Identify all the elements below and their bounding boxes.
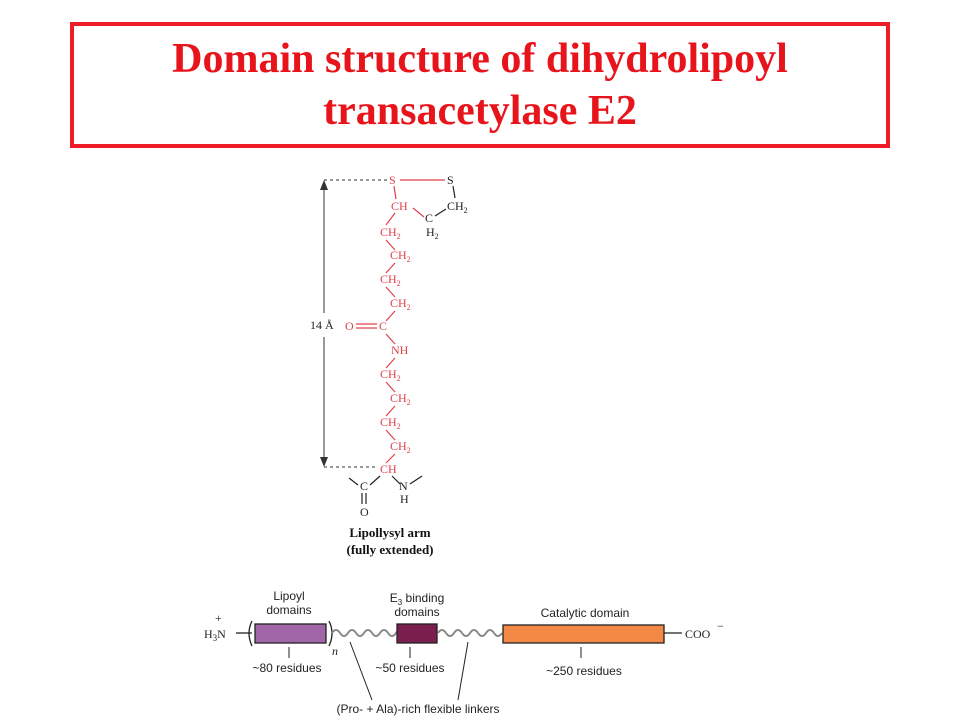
e3-binding-domain-box [396, 623, 438, 644]
arrow-head-down [320, 457, 328, 467]
repeat-bracket-left [248, 620, 253, 647]
caption-line-1: Lipollysyl arm [349, 525, 430, 540]
lipoyl-domain-box [254, 623, 327, 644]
atom-c-carbonyl: C [379, 319, 387, 333]
catalytic-domain-box [502, 624, 665, 644]
atom-ch2-3: CH2 [380, 272, 401, 288]
bond-9 [385, 405, 396, 417]
e3-label-1: E3 binding [390, 591, 445, 607]
title-line-2: transacetylase E2 [323, 88, 637, 134]
catalytic-residues: ~250 residues [546, 664, 622, 678]
domain-map: + H3N n Lipoyl domains ~80 residues E3 b… [204, 589, 724, 716]
atom-c-backbone: C [360, 479, 368, 493]
bond-c-left [348, 477, 359, 486]
linker-1 [331, 629, 405, 637]
bond-3 [385, 262, 396, 274]
linker-pointer-1 [349, 641, 373, 701]
atom-ch2-8: CH2 [390, 439, 411, 455]
atom-s2: S [447, 173, 454, 187]
linker-2 [437, 629, 503, 637]
lipoyl-residues: ~80 residues [252, 661, 321, 675]
atom-ch2-4: CH2 [390, 296, 411, 312]
atom-c-ring: C [425, 211, 433, 225]
title-line-1: Domain structure of dihydrolipoyl [172, 36, 788, 82]
n-terminus-label: H3N [204, 627, 226, 643]
e3-label-2: domains [394, 605, 439, 619]
atom-o-backbone: O [360, 505, 369, 519]
bond-s2-ch2 [452, 185, 456, 199]
bond-ch-n [391, 475, 401, 485]
bond-n-right [409, 475, 423, 485]
atom-o-carbonyl: O [345, 319, 354, 333]
bond-4 [385, 286, 396, 298]
catalytic-label: Catalytic domain [541, 606, 630, 620]
atom-ch2-2: CH2 [390, 248, 411, 264]
bond-11 [385, 453, 396, 464]
bond-10 [385, 429, 396, 441]
repeat-n-label: n [332, 644, 338, 658]
atom-ch2-5: CH2 [380, 367, 401, 383]
linker-label: (Pro- + Ala)-rich flexible linkers [336, 702, 499, 716]
bond-1 [385, 212, 396, 226]
bond-s-ch [393, 185, 397, 200]
atom-ch2-ring: CH2 [447, 199, 468, 215]
e3-residues: ~50 residues [375, 661, 444, 675]
atom-h-backbone: H [400, 492, 409, 506]
lipoyl-label-2: domains [266, 603, 311, 617]
atom-n-backbone: N [399, 479, 408, 493]
n-terminus-charge: + [215, 611, 222, 625]
bond-ch-c [412, 207, 425, 218]
bond-5 [385, 310, 396, 322]
bond-7 [385, 357, 396, 369]
repeat-bracket-right [328, 620, 333, 647]
linker-pointer-2 [457, 641, 469, 701]
atom-ch2-6: CH2 [390, 391, 411, 407]
c-terminus-charge: − [717, 619, 724, 633]
atom-ch-lys: CH [380, 462, 397, 476]
atom-h2-ring: H2 [426, 225, 439, 241]
caption-line-2: (fully extended) [346, 542, 433, 557]
lipoyl-label-1: Lipoyl [273, 589, 304, 603]
atom-ch2-7: CH2 [380, 415, 401, 431]
bond-6 [385, 333, 396, 345]
length-label: 14 Å [310, 318, 334, 332]
atom-ch2-1: CH2 [380, 225, 401, 241]
bond-2 [385, 239, 396, 251]
bond-c-ch2 [434, 208, 447, 217]
arrow-head-up [320, 180, 328, 190]
lipoyl-arm-structure: 14 Å S S CH C H2 CH2 CH2 CH2 CH2 CH2 O C… [310, 173, 468, 557]
atom-s1: S [389, 173, 396, 187]
title-box: Domain structure of dihydrolipoyl transa… [70, 22, 890, 148]
bond-8 [385, 381, 396, 393]
atom-nh: NH [391, 343, 409, 357]
atom-ch-ring: CH [391, 199, 408, 213]
bond-ch-c-backbone [369, 475, 381, 486]
c-terminus-label: COO [685, 627, 711, 641]
